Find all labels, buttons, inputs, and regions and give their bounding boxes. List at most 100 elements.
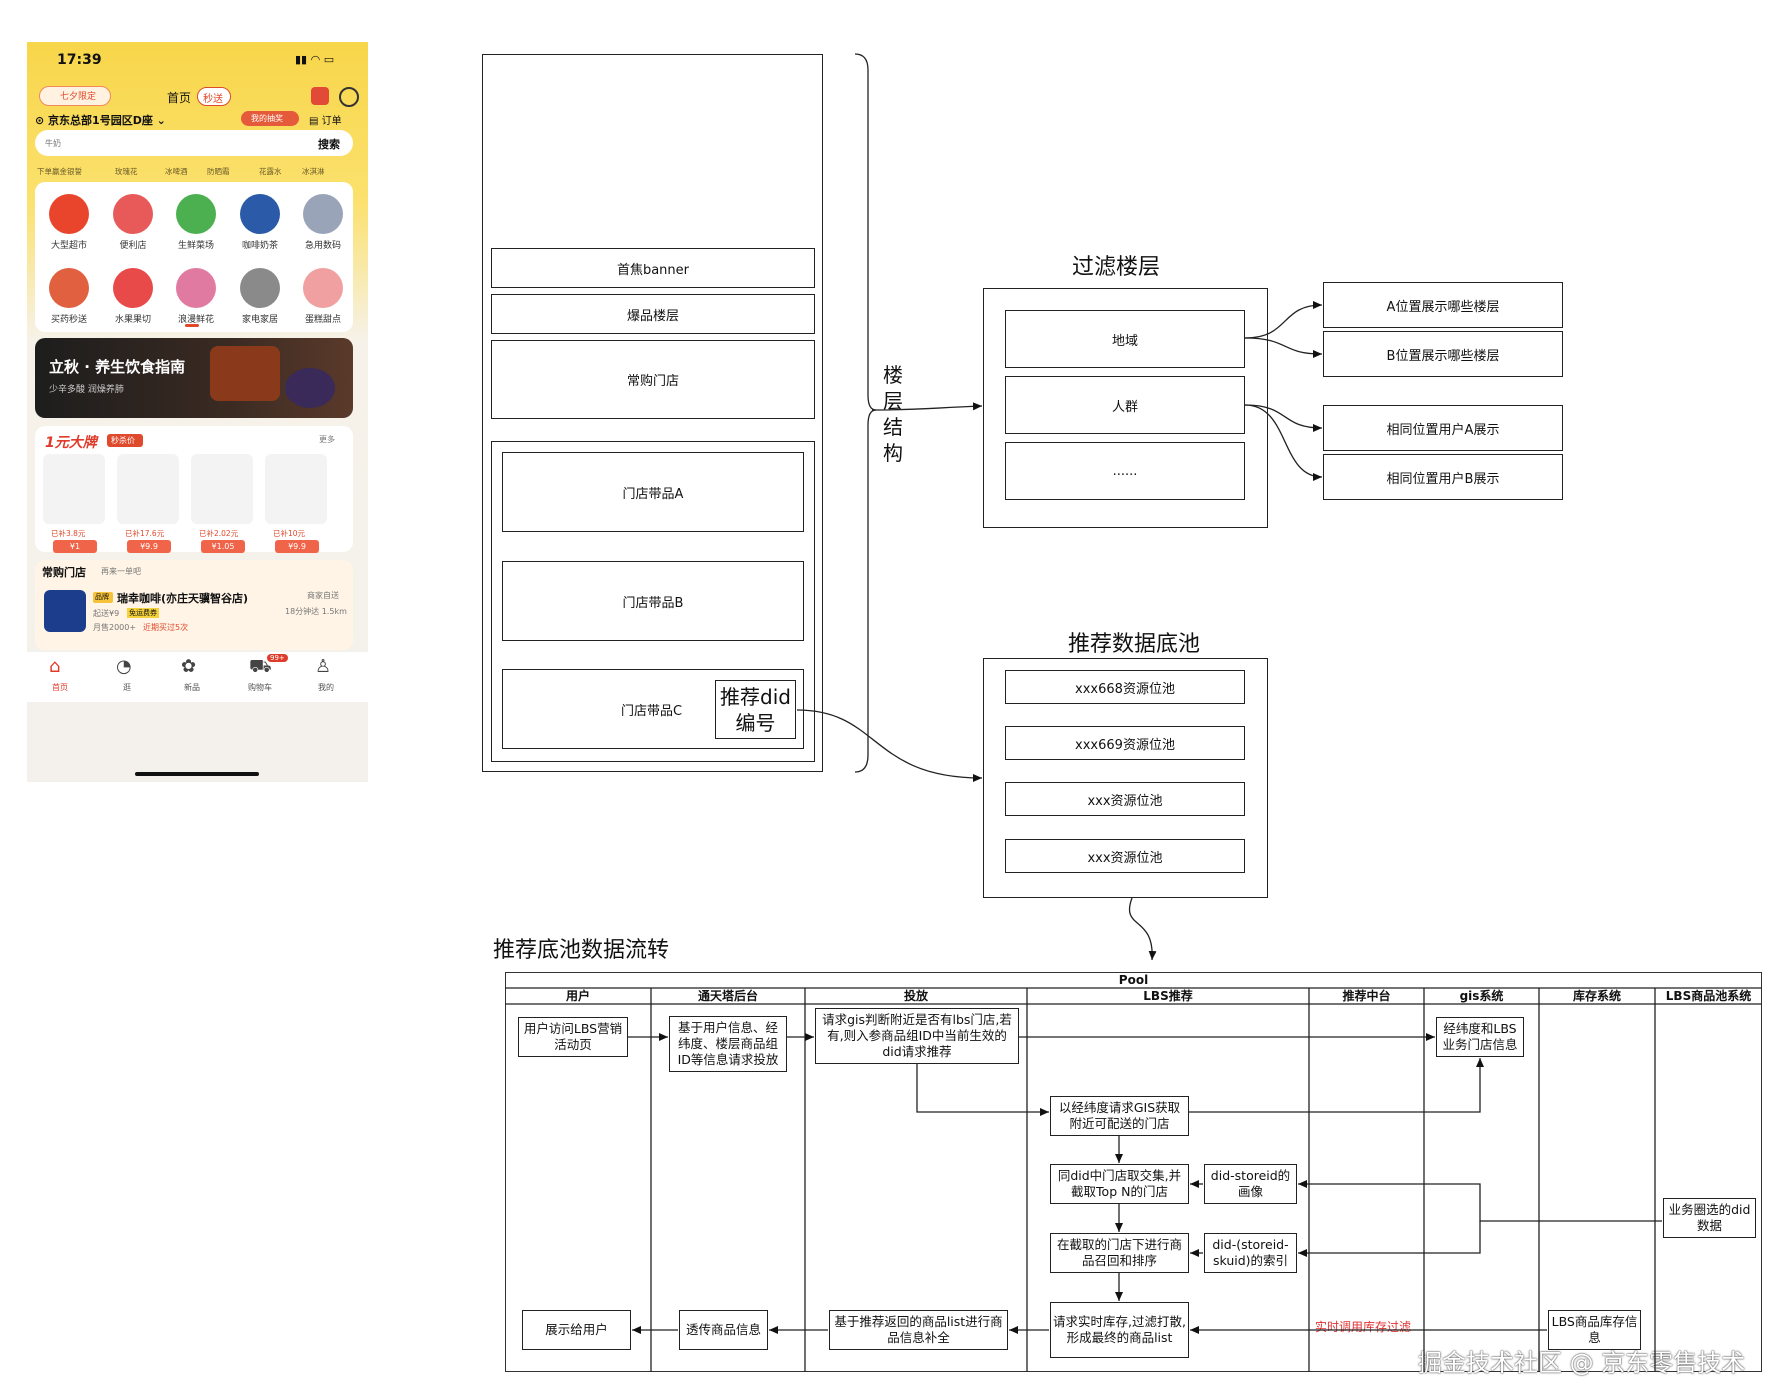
node-pass-through: 透传商品信息 — [679, 1310, 768, 1350]
status-time: 17:39 — [57, 52, 102, 68]
search-input[interactable]: 牛奶 搜索 — [35, 130, 353, 156]
promo-badge[interactable]: 七夕限定 — [39, 86, 111, 106]
category-label[interactable]: 便利店 — [119, 241, 147, 251]
category-label[interactable]: 咖啡奶茶 — [241, 241, 278, 251]
product-image[interactable] — [265, 454, 327, 524]
cart-badge: 99+ — [267, 654, 288, 662]
home-icon[interactable]: ⌂ — [49, 656, 61, 677]
food-image — [210, 346, 280, 401]
category-label[interactable]: 生鲜菜场 — [177, 241, 214, 251]
focus-banner-box: 首焦banner — [491, 248, 815, 288]
brand-more-link[interactable]: 更多 — [319, 435, 335, 444]
pool-item-xxx-1: xxx资源位池 — [1005, 782, 1245, 816]
node-fill-info: 基于推荐返回的商品list进行商品信息补全 — [829, 1310, 1008, 1350]
category-label[interactable]: 急用数码 — [304, 241, 341, 251]
autumn-banner[interactable]: 立秋 · 养生饮食指南 少辛多酸 润燥养肺 — [35, 338, 353, 418]
node-tongtian-request: 基于用户信息、经纬度、楼层商品组ID等信息请求投放 — [669, 1016, 787, 1072]
output-a-floors: A位置展示哪些楼层 — [1323, 282, 1563, 328]
store-product-b: 门店带品B — [502, 561, 804, 641]
hot-tag[interactable]: 下单赢金银誓 — [37, 167, 82, 176]
category-icon — [113, 194, 153, 234]
swimlane-frame — [505, 972, 1762, 1372]
watermark: 掘金技术社区 @ 京东零售技术 — [1418, 1349, 1746, 1377]
node-intersect-topn: 同did中门店取交集,并截取Top N的门店 — [1050, 1164, 1189, 1204]
node-did-store-profile: did-storeid的画像 — [1204, 1164, 1297, 1204]
nav-label[interactable]: 新品 — [184, 683, 200, 692]
store-logo — [44, 590, 86, 632]
bottom-nav — [27, 652, 368, 702]
hot-floor-box: 爆品楼层 — [491, 294, 815, 334]
lane-header: LBS推荐 — [1143, 989, 1193, 1003]
lane-header: 投放 — [903, 989, 928, 1003]
product-price: ¥1.05 — [201, 540, 245, 553]
category-icon — [240, 268, 280, 308]
store-coupon: 免运费券 — [127, 608, 159, 618]
pool-to-flow-arrow — [1128, 897, 1157, 961]
location-label[interactable]: ⊙ 京东总部1号园区D座 ⌄ — [35, 114, 166, 127]
category-icon — [49, 268, 89, 308]
pool-item-668: xxx668资源位池 — [1005, 670, 1245, 704]
store-section-title: 常购门店 — [42, 566, 86, 579]
nav-label[interactable]: 购物车 — [248, 683, 272, 692]
pool-header: Pool — [1118, 973, 1149, 987]
hot-tag[interactable]: 冰啤酒 — [165, 167, 188, 176]
category-label[interactable]: 水果果切 — [114, 315, 151, 325]
node-gis-store-info: 经纬度和LBS业务门店信息 — [1436, 1017, 1524, 1057]
hot-tag[interactable]: 花露水 — [259, 167, 282, 176]
lane-header: 用户 — [565, 989, 590, 1003]
gift-icon[interactable] — [311, 87, 329, 105]
store-card[interactable] — [35, 560, 353, 650]
filter-more: ...... — [1005, 442, 1245, 500]
store-name[interactable]: 瑞幸咖啡(亦庄天骥智谷店) — [117, 592, 249, 605]
category-icon — [303, 268, 343, 308]
search-button[interactable]: 搜索 — [318, 138, 340, 151]
nav-label[interactable]: 逛 — [123, 683, 131, 692]
home-indicator — [135, 772, 259, 776]
filter-crowd: 人群 — [1005, 376, 1245, 434]
category-label[interactable]: 大型超市 — [50, 241, 87, 251]
lane-header: LBS商品池系统 — [1665, 989, 1752, 1003]
nav-label[interactable]: 我的 — [318, 683, 334, 692]
hot-tag[interactable]: 玫瑰花 — [115, 167, 138, 176]
store-section-sub: 再来一单吧 — [101, 567, 141, 576]
category-icon — [49, 194, 89, 234]
tab-home[interactable]: 首页 — [167, 91, 192, 105]
category-label[interactable]: 蛋糕甜点 — [304, 315, 341, 325]
product-price: ¥1 — [53, 540, 97, 553]
lottery-badge[interactable]: 我的抽奖 — [241, 111, 299, 126]
message-icon[interactable] — [339, 87, 359, 107]
hot-tag[interactable]: 冰淇淋 — [302, 167, 325, 176]
product-image[interactable] — [191, 454, 253, 524]
node-lbs-stock: LBS商品库存信息 — [1548, 1310, 1641, 1350]
store-delivery: 起送¥9 — [93, 609, 120, 618]
output-b-floors: B位置展示哪些楼层 — [1323, 331, 1563, 377]
frequent-store-box: 常购门店 — [491, 340, 815, 419]
lane-header: 通天塔后台 — [697, 989, 758, 1003]
product-image[interactable] — [43, 454, 105, 524]
product-subsidy: 已补3.8元 — [51, 529, 86, 538]
floor-structure-label: 楼层结构 — [883, 363, 903, 465]
output-user-a: 相同位置用户A展示 — [1323, 405, 1563, 451]
product-subsidy: 已补10元 — [273, 529, 306, 538]
explore-icon[interactable]: ◔ — [116, 656, 132, 677]
profile-icon[interactable]: ♙ — [315, 656, 332, 677]
category-label[interactable]: 买药秒送 — [50, 315, 87, 325]
filter-region: 地域 — [1005, 310, 1245, 368]
hot-tag[interactable]: 防晒霜 — [207, 167, 230, 176]
cart-icon[interactable]: ⛟ — [249, 656, 272, 677]
orders-link[interactable]: ▤ 订单 — [309, 116, 342, 127]
nav-label[interactable]: 首页 — [52, 683, 68, 692]
store-fast: 商家自送 — [307, 591, 339, 600]
tab-flash[interactable]: 秒送 — [197, 87, 231, 106]
product-image[interactable] — [117, 454, 179, 524]
new-icon[interactable]: ✿ — [181, 656, 197, 677]
category-icon — [240, 194, 280, 234]
category-icon — [176, 268, 216, 308]
category-label[interactable]: 家电家居 — [241, 315, 278, 325]
store-recent: 近期买过5次 — [143, 623, 189, 632]
category-icon — [303, 194, 343, 234]
category-label[interactable]: 浪漫鲜花 — [177, 315, 214, 325]
node-did-sku-index: did-(storeid-skuid)的索引 — [1204, 1233, 1297, 1273]
